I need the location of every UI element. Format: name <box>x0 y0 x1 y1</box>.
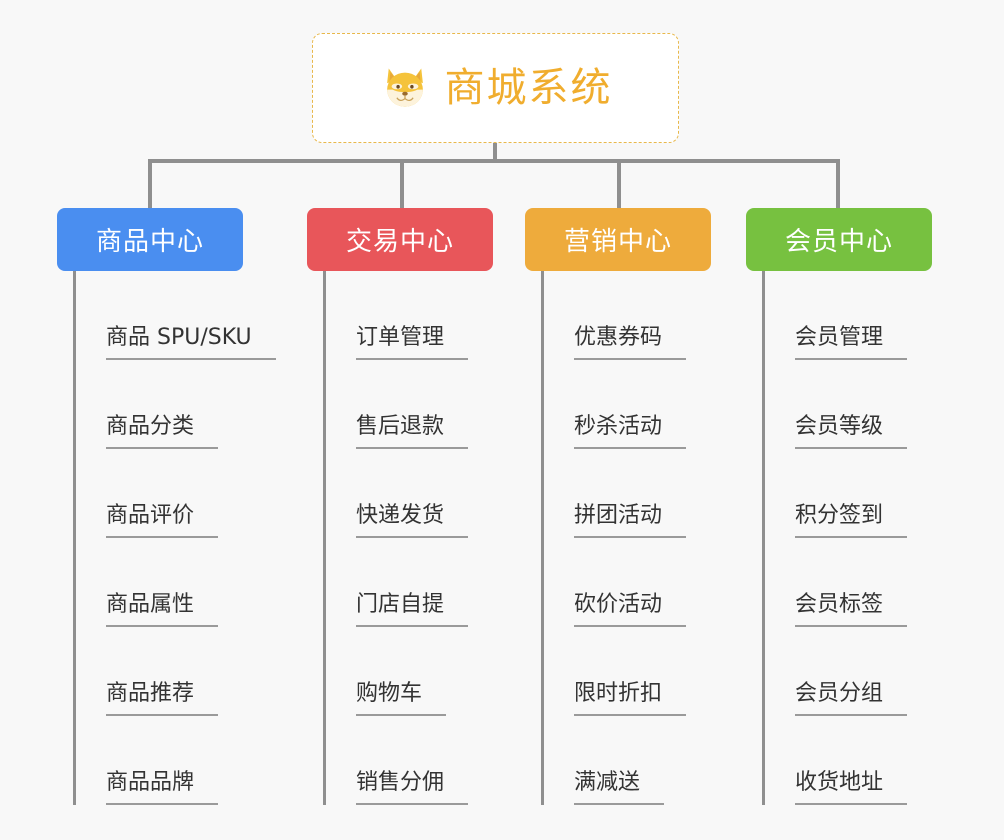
branch-header-0[interactable]: 商品中心 <box>57 208 243 271</box>
leaf-label: 会员等级 <box>795 414 908 449</box>
connector-drop-branch-1 <box>400 159 404 208</box>
list-item[interactable]: 购物车 <box>326 627 493 716</box>
list-item[interactable]: 会员等级 <box>765 360 932 449</box>
leaf-label: 商品分类 <box>106 414 219 449</box>
branch-marketing-center: 营销中心 优惠券码 秒杀活动 拼团活动 砍价活动 限时折扣 满减送 <box>525 208 711 805</box>
leaf-label: 门店自提 <box>356 592 469 627</box>
list-item[interactable]: 积分签到 <box>765 449 932 538</box>
leaf-label: 优惠券码 <box>574 325 687 360</box>
connector-drop-branch-3 <box>836 159 840 208</box>
leaf-label: 售后退款 <box>356 414 469 449</box>
list-item[interactable]: 满减送 <box>544 716 711 805</box>
leaf-label: 购物车 <box>356 681 447 716</box>
leaf-label: 会员管理 <box>795 325 908 360</box>
list-item[interactable]: 限时折扣 <box>544 627 711 716</box>
branch-header-label-1: 交易中心 <box>345 227 454 257</box>
leaf-list-1: 订单管理 售后退款 快递发货 门店自提 购物车 销售分佣 <box>323 271 493 805</box>
shiba-dog-icon <box>379 62 431 114</box>
list-item[interactable]: 售后退款 <box>326 360 493 449</box>
list-item[interactable]: 销售分佣 <box>326 716 493 805</box>
leaf-label: 限时折扣 <box>574 681 687 716</box>
leaf-label: 秒杀活动 <box>574 414 687 449</box>
leaf-label: 积分签到 <box>795 503 908 538</box>
leaf-label: 订单管理 <box>356 325 469 360</box>
leaf-label: 商品属性 <box>106 592 219 627</box>
connector-drop-branch-0 <box>148 159 152 208</box>
list-item[interactable]: 优惠券码 <box>544 271 711 360</box>
leaf-label: 商品 SPU/SKU <box>106 325 276 360</box>
leaf-label: 商品评价 <box>106 503 219 538</box>
list-item[interactable]: 砍价活动 <box>544 538 711 627</box>
branch-product-center: 商品中心 商品 SPU/SKU 商品分类 商品评价 商品属性 商品推荐 商品品牌 <box>57 208 276 805</box>
branch-header-label-3: 会员中心 <box>784 227 893 257</box>
branch-header-1[interactable]: 交易中心 <box>307 208 493 271</box>
leaf-label: 快递发货 <box>356 503 469 538</box>
leaf-label: 砍价活动 <box>574 592 687 627</box>
list-item[interactable]: 订单管理 <box>326 271 493 360</box>
leaf-list-2: 优惠券码 秒杀活动 拼团活动 砍价活动 限时折扣 满减送 <box>541 271 711 805</box>
list-item[interactable]: 门店自提 <box>326 538 493 627</box>
root-node[interactable]: 商城系统 <box>312 33 679 143</box>
branch-trade-center: 交易中心 订单管理 售后退款 快递发货 门店自提 购物车 销售分佣 <box>307 208 493 805</box>
list-item[interactable]: 商品推荐 <box>76 627 276 716</box>
list-item[interactable]: 拼团活动 <box>544 449 711 538</box>
leaf-list-0: 商品 SPU/SKU 商品分类 商品评价 商品属性 商品推荐 商品品牌 <box>73 271 276 805</box>
connector-root-stub <box>493 143 497 162</box>
leaf-label: 商品推荐 <box>106 681 219 716</box>
list-item[interactable]: 会员管理 <box>765 271 932 360</box>
leaf-label: 商品品牌 <box>106 770 219 805</box>
branch-member-center: 会员中心 会员管理 会员等级 积分签到 会员标签 会员分组 收货地址 <box>746 208 932 805</box>
branch-header-3[interactable]: 会员中心 <box>746 208 932 271</box>
list-item[interactable]: 收货地址 <box>765 716 932 805</box>
leaf-list-3: 会员管理 会员等级 积分签到 会员标签 会员分组 收货地址 <box>762 271 932 805</box>
leaf-label: 会员标签 <box>795 592 908 627</box>
list-item[interactable]: 商品分类 <box>76 360 276 449</box>
connector-horizontal-bar <box>148 159 840 163</box>
leaf-label: 收货地址 <box>795 770 908 805</box>
list-item[interactable]: 商品评价 <box>76 449 276 538</box>
leaf-label: 销售分佣 <box>356 770 469 805</box>
branch-header-label-2: 营销中心 <box>563 227 672 257</box>
leaf-label: 拼团活动 <box>574 503 687 538</box>
root-title: 商城系统 <box>444 65 613 111</box>
list-item[interactable]: 秒杀活动 <box>544 360 711 449</box>
leaf-label: 会员分组 <box>795 681 908 716</box>
connector-drop-branch-2 <box>617 159 621 208</box>
branch-header-label-0: 商品中心 <box>95 227 204 257</box>
list-item[interactable]: 快递发货 <box>326 449 493 538</box>
leaf-label: 满减送 <box>574 770 665 805</box>
list-item[interactable]: 会员标签 <box>765 538 932 627</box>
list-item[interactable]: 商品品牌 <box>76 716 276 805</box>
branch-header-2[interactable]: 营销中心 <box>525 208 711 271</box>
list-item[interactable]: 商品 SPU/SKU <box>76 271 276 360</box>
list-item[interactable]: 会员分组 <box>765 627 932 716</box>
list-item[interactable]: 商品属性 <box>76 538 276 627</box>
